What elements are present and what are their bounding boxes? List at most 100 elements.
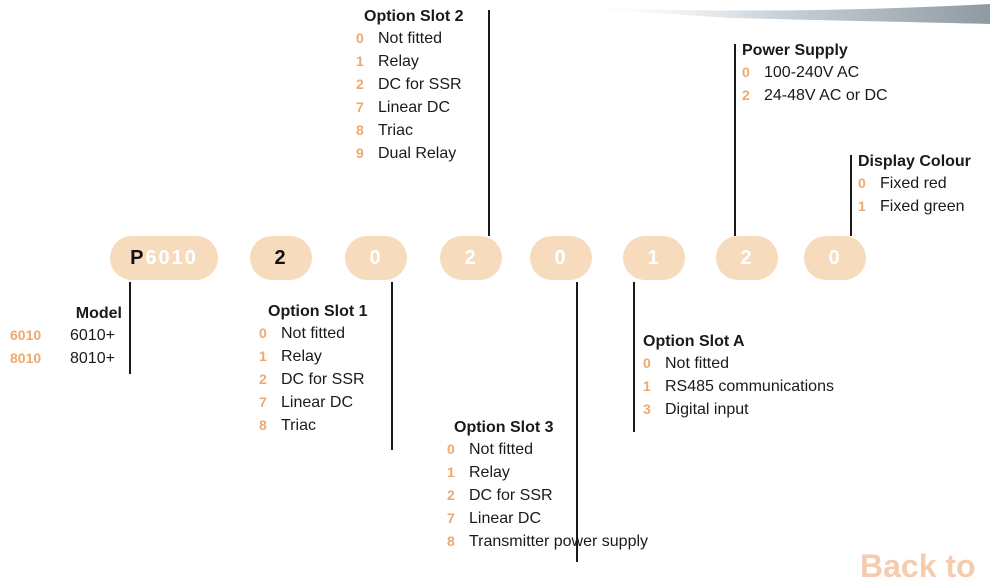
option-code: 1 xyxy=(643,378,651,394)
option-code: 6010 xyxy=(10,327,42,343)
option-code: 8 xyxy=(447,533,455,549)
slot-option: 0 Not fitted xyxy=(643,355,834,378)
option-slot-2-legend: Option Slot 2 0 Not fitted 1 Relay 2 DC for… xyxy=(356,8,464,168)
option-label: 8010+ xyxy=(70,350,115,367)
option-label: DC for SSR xyxy=(281,371,365,388)
option-slot-2-title: Option Slot 2 xyxy=(364,8,464,25)
slot-option: 7 Linear DC xyxy=(356,99,464,122)
back-to-link[interactable]: Back to xyxy=(860,548,976,584)
option-code: 2 xyxy=(447,487,455,503)
slot-option: 2 DC for SSR xyxy=(356,76,464,99)
option-label: Transmitter power supply xyxy=(469,533,649,550)
slot-option: 1 Relay xyxy=(356,53,464,76)
option-code: 2 xyxy=(259,371,267,387)
slot-option: 0 Fixed red xyxy=(858,175,971,198)
slot-option: 8 Transmitter power supply xyxy=(447,533,648,556)
slot-option: 3 Digital input xyxy=(643,401,834,424)
option-code: 3 xyxy=(643,401,651,417)
option-code: 0 xyxy=(643,355,651,371)
connector-model xyxy=(129,282,131,374)
option-slot-1-legend: Option Slot 1 0 Not fitted 1 Relay 2 DC for… xyxy=(259,303,368,440)
option-label: Linear DC xyxy=(469,510,542,527)
slot-option: 2 24-48V AC or DC xyxy=(742,87,888,110)
connector-option-slot-2 xyxy=(488,10,490,236)
option-code: 1 xyxy=(259,348,267,364)
slot-option: 0 Not fitted xyxy=(356,30,464,53)
option-code: 1 xyxy=(447,464,455,480)
slot-option: 1 RS485 communications xyxy=(643,378,834,401)
option-label: 24-48V AC or DC xyxy=(764,87,888,104)
option-label: 6010+ xyxy=(70,327,115,344)
slot-option: 1 Relay xyxy=(259,348,368,371)
slot-option: 7 Linear DC xyxy=(447,510,648,533)
pill-option-1: 2 xyxy=(250,236,312,280)
option-code: 0 xyxy=(858,175,866,191)
option-label: DC for SSR xyxy=(378,76,462,93)
option-label: Linear DC xyxy=(281,394,354,411)
option-label: Fixed red xyxy=(880,175,947,192)
pill-option-4: 0 xyxy=(530,236,592,280)
slot-option: 1 Relay xyxy=(447,464,648,487)
option-label: Not fitted xyxy=(378,30,443,47)
model-option: 8010 8010+ xyxy=(10,350,122,373)
option-label: Not fitted xyxy=(665,355,730,372)
option-slot-1-title: Option Slot 1 xyxy=(268,303,368,320)
option-code: 8010 xyxy=(10,350,42,366)
option-label: Dual Relay xyxy=(378,145,457,162)
slot-option: 7 Linear DC xyxy=(259,394,368,417)
option-label: Not fitted xyxy=(469,441,534,458)
option-code: 0 xyxy=(259,325,267,341)
option-label: 100-240V AC xyxy=(764,64,860,81)
connector-option-slot-a xyxy=(633,282,635,432)
option-label: Relay xyxy=(378,53,419,70)
option-label: Not fitted xyxy=(281,325,346,342)
option-label: Triac xyxy=(378,122,413,139)
option-slot-3-title: Option Slot 3 xyxy=(454,419,554,436)
slot-option: 9 Dual Relay xyxy=(356,145,464,168)
option-code: 7 xyxy=(447,510,455,526)
decorative-swoosh xyxy=(560,4,990,24)
connector-power-supply xyxy=(734,44,736,236)
option-label: DC for SSR xyxy=(469,487,553,504)
pill-option-3: 2 xyxy=(440,236,502,280)
pill-option-2: 0 xyxy=(345,236,407,280)
option-label: Fixed green xyxy=(880,198,965,215)
option-label: Triac xyxy=(281,417,316,434)
option-code: 2 xyxy=(742,87,750,103)
power-supply-legend: Power Supply 0 100-240V AC 2 24-48V AC or … xyxy=(742,42,888,110)
slot-option: 0 100-240V AC xyxy=(742,64,888,87)
connector-display-colour xyxy=(850,155,852,236)
option-code: 2 xyxy=(356,76,364,92)
display-colour-title: Display Colour xyxy=(858,153,971,170)
option-label: Linear DC xyxy=(378,99,451,116)
pill-option-a: 1 xyxy=(623,236,685,280)
option-label: RS485 communications xyxy=(665,378,834,395)
connector-option-slot-1 xyxy=(391,282,393,450)
slot-option: 8 Triac xyxy=(356,122,464,145)
connector-option-slot-3 xyxy=(576,282,578,562)
slot-option: 2 DC for SSR xyxy=(259,371,368,394)
power-supply-title: Power Supply xyxy=(742,42,848,59)
option-code: 8 xyxy=(356,122,364,138)
option-label: Relay xyxy=(469,464,510,481)
option-label: Relay xyxy=(281,348,322,365)
model-option: 6010 6010+ xyxy=(10,327,122,350)
option-label: Digital input xyxy=(665,401,749,418)
option-code: 0 xyxy=(356,30,364,46)
slot-option: 0 Not fitted xyxy=(259,325,368,348)
option-code: 7 xyxy=(356,99,364,115)
option-code: 1 xyxy=(356,53,364,69)
option-code: 9 xyxy=(356,145,364,161)
model-title: Model xyxy=(75,305,122,322)
pill-display-colour: 0 xyxy=(804,236,866,280)
option-code: 7 xyxy=(259,394,267,410)
slot-option: 2 DC for SSR xyxy=(447,487,648,510)
option-code: 0 xyxy=(742,64,750,80)
